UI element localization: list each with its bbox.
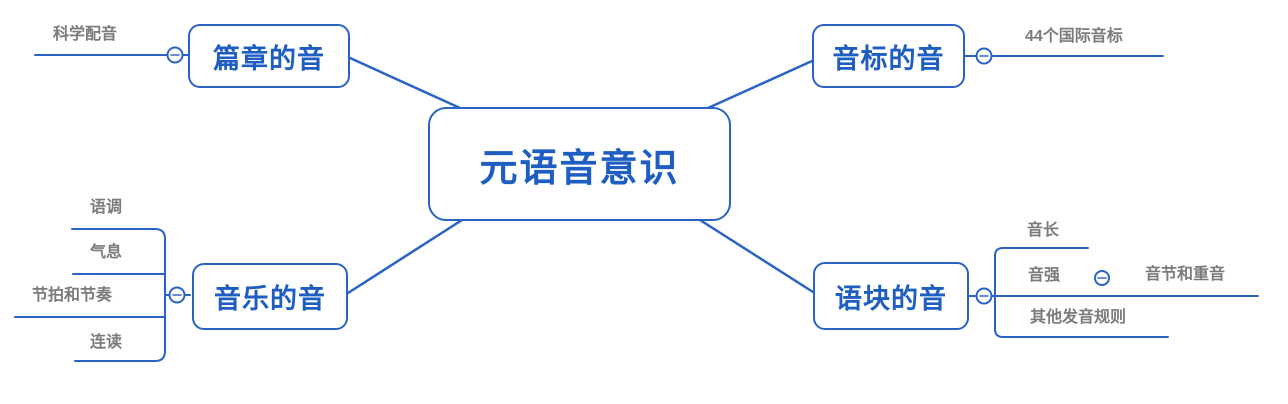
subtopic-label[interactable]: 连读 <box>90 334 123 351</box>
subtopic-label[interactable]: 节拍和节奏 <box>32 287 113 304</box>
subtopic-label[interactable]: 音节和重音 <box>1145 266 1226 283</box>
collapse-icon[interactable] <box>975 47 993 65</box>
connector-bottom-left <box>346 218 464 295</box>
collapse-icon[interactable] <box>168 286 186 304</box>
collapse-icon[interactable] <box>975 287 993 305</box>
connector-bottom-right <box>698 218 815 294</box>
branch-topic-yukuai[interactable]: 语块的音 <box>813 262 969 330</box>
subtopic-label[interactable]: 音长 <box>1027 222 1060 239</box>
subtopic-label[interactable]: 音强 <box>1028 267 1061 284</box>
root-topic[interactable]: 元语音意识 <box>428 107 731 221</box>
connector-top-left <box>348 56 462 110</box>
branch-topic-yinyue[interactable]: 音乐的音 <box>192 263 348 330</box>
subtopic-label[interactable]: 气息 <box>90 244 123 261</box>
subtopic-label[interactable]: 44个国际音标 <box>1025 28 1123 45</box>
branch-topic-yinbiao[interactable]: 音标的音 <box>812 24 965 88</box>
collapse-icon[interactable] <box>1094 270 1110 286</box>
subtopic-label[interactable]: 语调 <box>90 199 123 216</box>
subtopic-label[interactable]: 科学配音 <box>53 26 118 43</box>
subtopic-line-yinchang-qita <box>994 247 1169 338</box>
branch-topic-pianzhang[interactable]: 篇章的音 <box>188 24 350 88</box>
subtopic-label[interactable]: 其他发音规则 <box>1030 309 1127 326</box>
connector-top-right <box>706 59 814 110</box>
collapse-icon[interactable] <box>166 46 184 64</box>
